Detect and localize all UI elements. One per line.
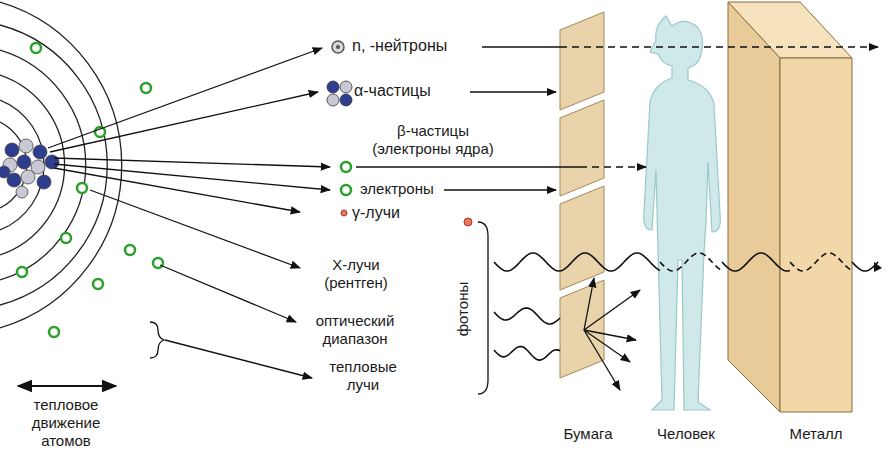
gamma-label: γ-лучи [352, 203, 432, 222]
paper-sheet [560, 12, 604, 378]
photon-wave [494, 346, 560, 360]
metal-block [728, 2, 852, 412]
photon-wave [494, 253, 660, 271]
particle-paths [356, 47, 878, 190]
photon-label: фотоны [454, 264, 472, 354]
alpha-icon [327, 81, 352, 106]
neutron-label: n, -нейтроны [352, 36, 492, 55]
photon-wave [494, 308, 560, 324]
photon-waves [494, 253, 882, 390]
arrow-head [874, 262, 882, 272]
optical-label: оптический диапазон [300, 312, 410, 348]
beta-label: β-частицы (электроны ядра) [358, 122, 508, 158]
person-silhouette [644, 16, 721, 410]
scatter-arrow [584, 330, 630, 362]
thermal-label: тепловые лучи [318, 358, 408, 394]
neutron-icon [336, 45, 340, 49]
electron-label: электроны [360, 180, 470, 198]
emission-arrows [48, 48, 330, 378]
neutron-icon [332, 41, 344, 53]
beta-icon [341, 162, 351, 172]
bracket [150, 322, 164, 358]
thermal-motion-arrow [18, 385, 116, 387]
gamma-icon [341, 210, 347, 216]
photon-wave [660, 253, 722, 271]
alpha-label: α-частицы [354, 81, 474, 100]
photon-wave [722, 253, 790, 271]
xray-label: X-лучи (рентген) [306, 256, 406, 292]
scatter-arrow [584, 290, 640, 330]
paper-label: Бумага [548, 425, 628, 443]
photon-wave [790, 253, 852, 271]
electron-icon [341, 185, 351, 195]
metal-label: Металл [776, 425, 856, 443]
scatter-arrow [584, 330, 620, 390]
gamma-icon [464, 218, 472, 226]
thermal-motion-label: тепловое движение атомов [6, 396, 126, 450]
person-label: Человек [646, 425, 726, 443]
scatter-arrow [584, 278, 594, 330]
photon-bracket [478, 222, 488, 394]
